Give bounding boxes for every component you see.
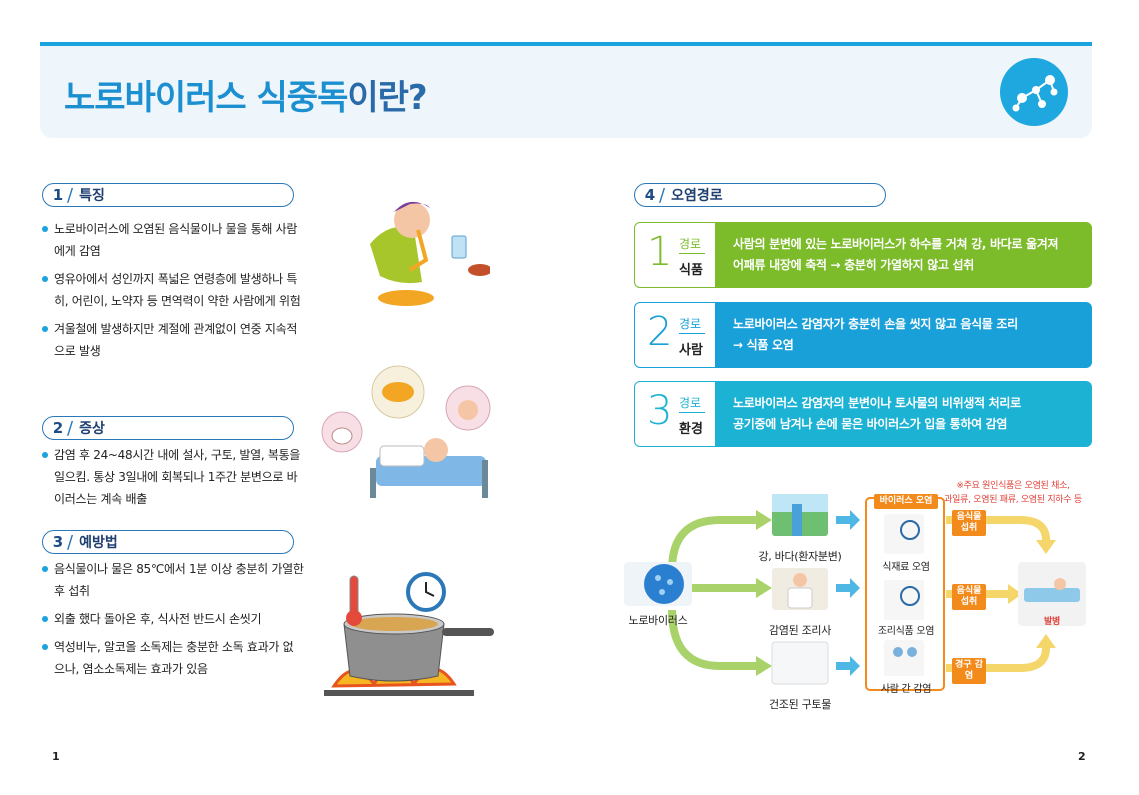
route-description: 노로바이러스 감염자가 충분히 손을 씻지 않고 음식물 조리 → 식품 오염: [715, 303, 1091, 367]
page-header: 노로바이러스 식중독이란?: [40, 46, 1092, 138]
section-label: 증상: [79, 421, 105, 437]
route-line-1: 노로바이러스 감염자의 분변이나 토사물의 비위생적 처리로: [733, 396, 1021, 410]
path-tag: 경구 감염: [952, 658, 986, 684]
route-divider: [679, 333, 705, 334]
vomiting-person-illustration: [330, 190, 492, 310]
section-header-routes: 4/ 오염경로: [634, 183, 886, 207]
list-item: 음식물이나 물은 85℃에서 1분 이상 충분히 가열한 후 섭취: [42, 558, 304, 602]
note-line-2: 과일류, 오염된 패류, 오염된 지하수 등: [944, 495, 1082, 505]
section-number: 1: [52, 186, 64, 204]
section-header-prevention: 3/ 예방법: [42, 530, 294, 554]
route-kind: 경로: [679, 237, 702, 251]
list-item: 겨울철에 발생하지만 계절에 관계없이 연중 지속적으로 발생: [42, 318, 304, 362]
route-kind: 경로: [679, 317, 702, 331]
section-number: 2: [52, 419, 64, 437]
list-item: 역성비누, 알코올 소독제는 충분한 소독 효과가 없으나, 염소소독제는 효과…: [42, 636, 304, 680]
section-label: 특징: [79, 188, 105, 204]
contamination-label: 조리식품 오염: [877, 626, 935, 637]
route-card-person: 2 경로 사람 노로바이러스 감염자가 충분히 손을 씻지 않고 음식물 조리 …: [634, 302, 1092, 368]
route-description: 사람의 분변에 있는 노로바이러스가 하수를 거쳐 강, 바다로 옮겨져 어패류…: [715, 223, 1091, 287]
route-divider: [679, 253, 705, 254]
slash-divider: /: [67, 531, 74, 553]
slash-divider: /: [67, 184, 74, 206]
route-line-1: 노로바이러스 감염자가 충분히 손을 씻지 않고 음식물 조리: [733, 317, 1018, 331]
symptoms-list: 감염 후 24~48시간 내에 설사, 구토, 발열, 복통을 일으킴. 통상 …: [42, 444, 304, 516]
route-description: 노로바이러스 감염자의 분변이나 토사물의 비위생적 처리로 공기중에 남겨나 …: [715, 382, 1091, 446]
flow-mid-label: 감염된 조리사: [768, 624, 832, 637]
sick-in-bed-illustration: [318, 364, 498, 502]
virus-network-icon: [1000, 58, 1068, 126]
features-list: 노로바이러스에 오염된 음식물이나 물을 통해 사람에게 감염 영유아에서 성인…: [42, 218, 304, 368]
prevention-list: 음식물이나 물은 85℃에서 1분 이상 충분히 가열한 후 섭취 외출 했다 …: [42, 558, 304, 686]
route-target: 식품: [679, 263, 703, 278]
route-tag: 1 경로 식품: [635, 223, 715, 287]
list-item: 노로바이러스에 오염된 음식물이나 물을 통해 사람에게 감염: [42, 218, 304, 262]
page-title-main: 노로바이러스 식중독: [64, 78, 348, 118]
route-card-food: 1 경로 식품 사람의 분변에 있는 노로바이러스가 하수를 거쳐 강, 바다로…: [634, 222, 1092, 288]
note-line-1: ※주요 원인식품은 오염된 채소,: [956, 481, 1070, 491]
route-target: 환경: [679, 422, 703, 437]
section-number: 4: [644, 186, 656, 204]
section-number: 3: [52, 533, 64, 551]
slash-divider: /: [67, 417, 74, 439]
route-line-1: 사람의 분변에 있는 노로바이러스가 하수를 거쳐 강, 바다로 옮겨져: [733, 237, 1059, 251]
path-tag: 음식물 섭취: [952, 510, 986, 536]
route-line-2: 어패류 내장에 축적 → 충분히 가열하지 않고 섭취: [733, 258, 974, 272]
section-label: 예방법: [79, 535, 118, 551]
list-item: 감염 후 24~48시간 내에 설사, 구토, 발열, 복통을 일으킴. 통상 …: [42, 444, 304, 510]
contamination-title: 바이러스 오염: [874, 494, 938, 509]
route-number: 1: [647, 229, 673, 275]
section-label: 오염경로: [671, 188, 723, 204]
section-header-features: 1/ 특징: [42, 183, 294, 207]
page-number-left: 1: [52, 750, 60, 763]
route-tag: 3 경로 환경: [635, 382, 715, 446]
page-title: 노로바이러스 식중독이란?: [64, 70, 428, 119]
route-number: 3: [647, 388, 673, 434]
result-label: 발병: [1044, 617, 1060, 627]
slash-divider: /: [659, 184, 666, 206]
flow-mid-label: 건조된 구토물: [768, 698, 832, 711]
boiling-pot-illustration: [314, 566, 506, 702]
top-rule: [40, 42, 1092, 46]
route-tag: 2 경로 사람: [635, 303, 715, 367]
page-title-suffix: 이란?: [347, 78, 427, 118]
flow-source-label: 노로바이러스: [628, 614, 688, 627]
contamination-label: 사람 간 감염: [880, 684, 932, 695]
route-line-2: 공기중에 남겨나 손에 묻은 바이러스가 입을 통하여 감염: [733, 417, 1008, 431]
section-header-symptoms: 2/ 증상: [42, 416, 294, 440]
flow-mid-label: 강, 바다(환자분변): [758, 550, 842, 563]
page-number-right: 2: [1078, 750, 1086, 763]
list-item: 외출 했다 돌아온 후, 식사전 반드시 손씻기: [42, 608, 304, 630]
route-target: 사람: [679, 343, 703, 358]
route-line-2: → 식품 오염: [733, 338, 794, 352]
note-text: ※주요 원인식품은 오염된 채소, 과일류, 오염된 패류, 오염된 지하수 등: [928, 479, 1098, 507]
route-card-environment: 3 경로 환경 노로바이러스 감염자의 분변이나 토사물의 비위생적 처리로 공…: [634, 381, 1092, 447]
contamination-label: 식재료 오염: [882, 562, 930, 573]
route-divider: [679, 412, 705, 413]
list-item: 영유아에서 성인까지 폭넓은 연령층에 발생하나 특히, 어린이, 노약자 등 …: [42, 268, 304, 312]
path-tag: 음식물 섭취: [952, 584, 986, 610]
route-number: 2: [647, 309, 673, 355]
route-kind: 경로: [679, 396, 702, 410]
